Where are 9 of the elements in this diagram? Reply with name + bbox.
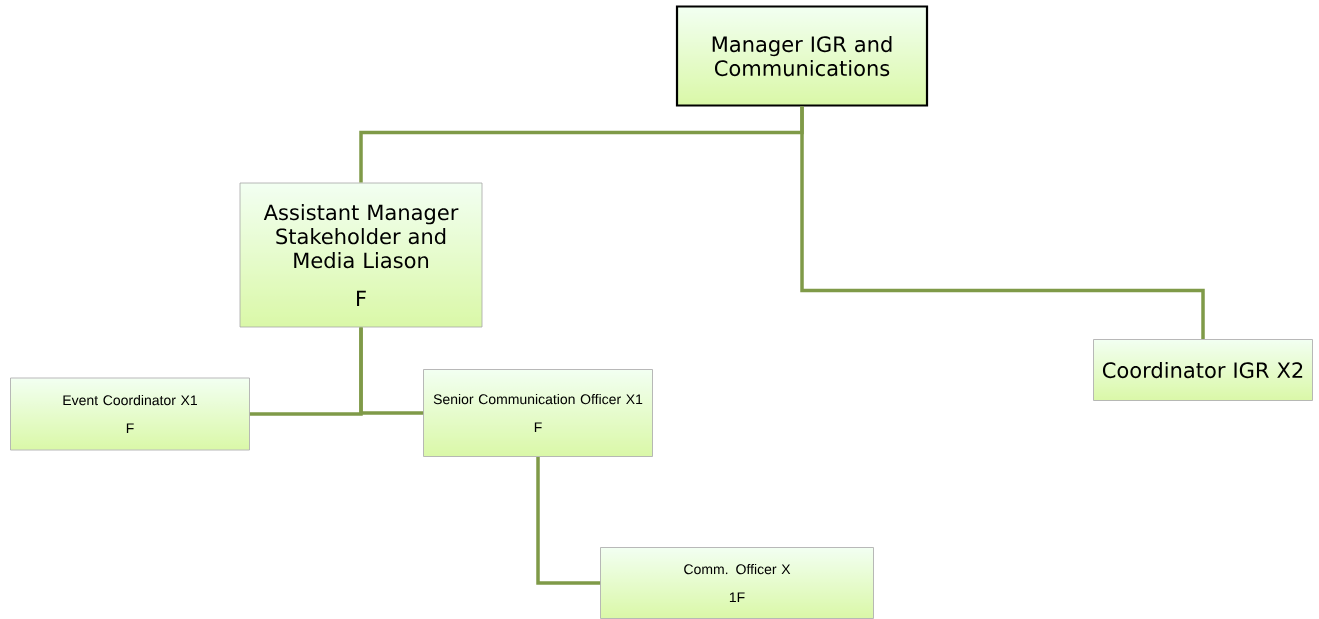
connector-line bbox=[359, 327, 424, 415]
position-box: Coordinator IGR X2 bbox=[1093, 339, 1313, 401]
position-box: Assistant Manager Stakeholder and Media Liason F bbox=[239, 182, 483, 328]
position-box: Comm. Officer X 1F bbox=[600, 547, 874, 619]
connector-line bbox=[536, 456, 601, 585]
position-box: Senior Communication Officer X1 F bbox=[423, 369, 653, 457]
connector-line bbox=[800, 106, 1205, 340]
position-box: Manager IGR and Communications bbox=[675, 5, 929, 107]
position-box: Event Coordinator X1 F bbox=[10, 377, 250, 451]
